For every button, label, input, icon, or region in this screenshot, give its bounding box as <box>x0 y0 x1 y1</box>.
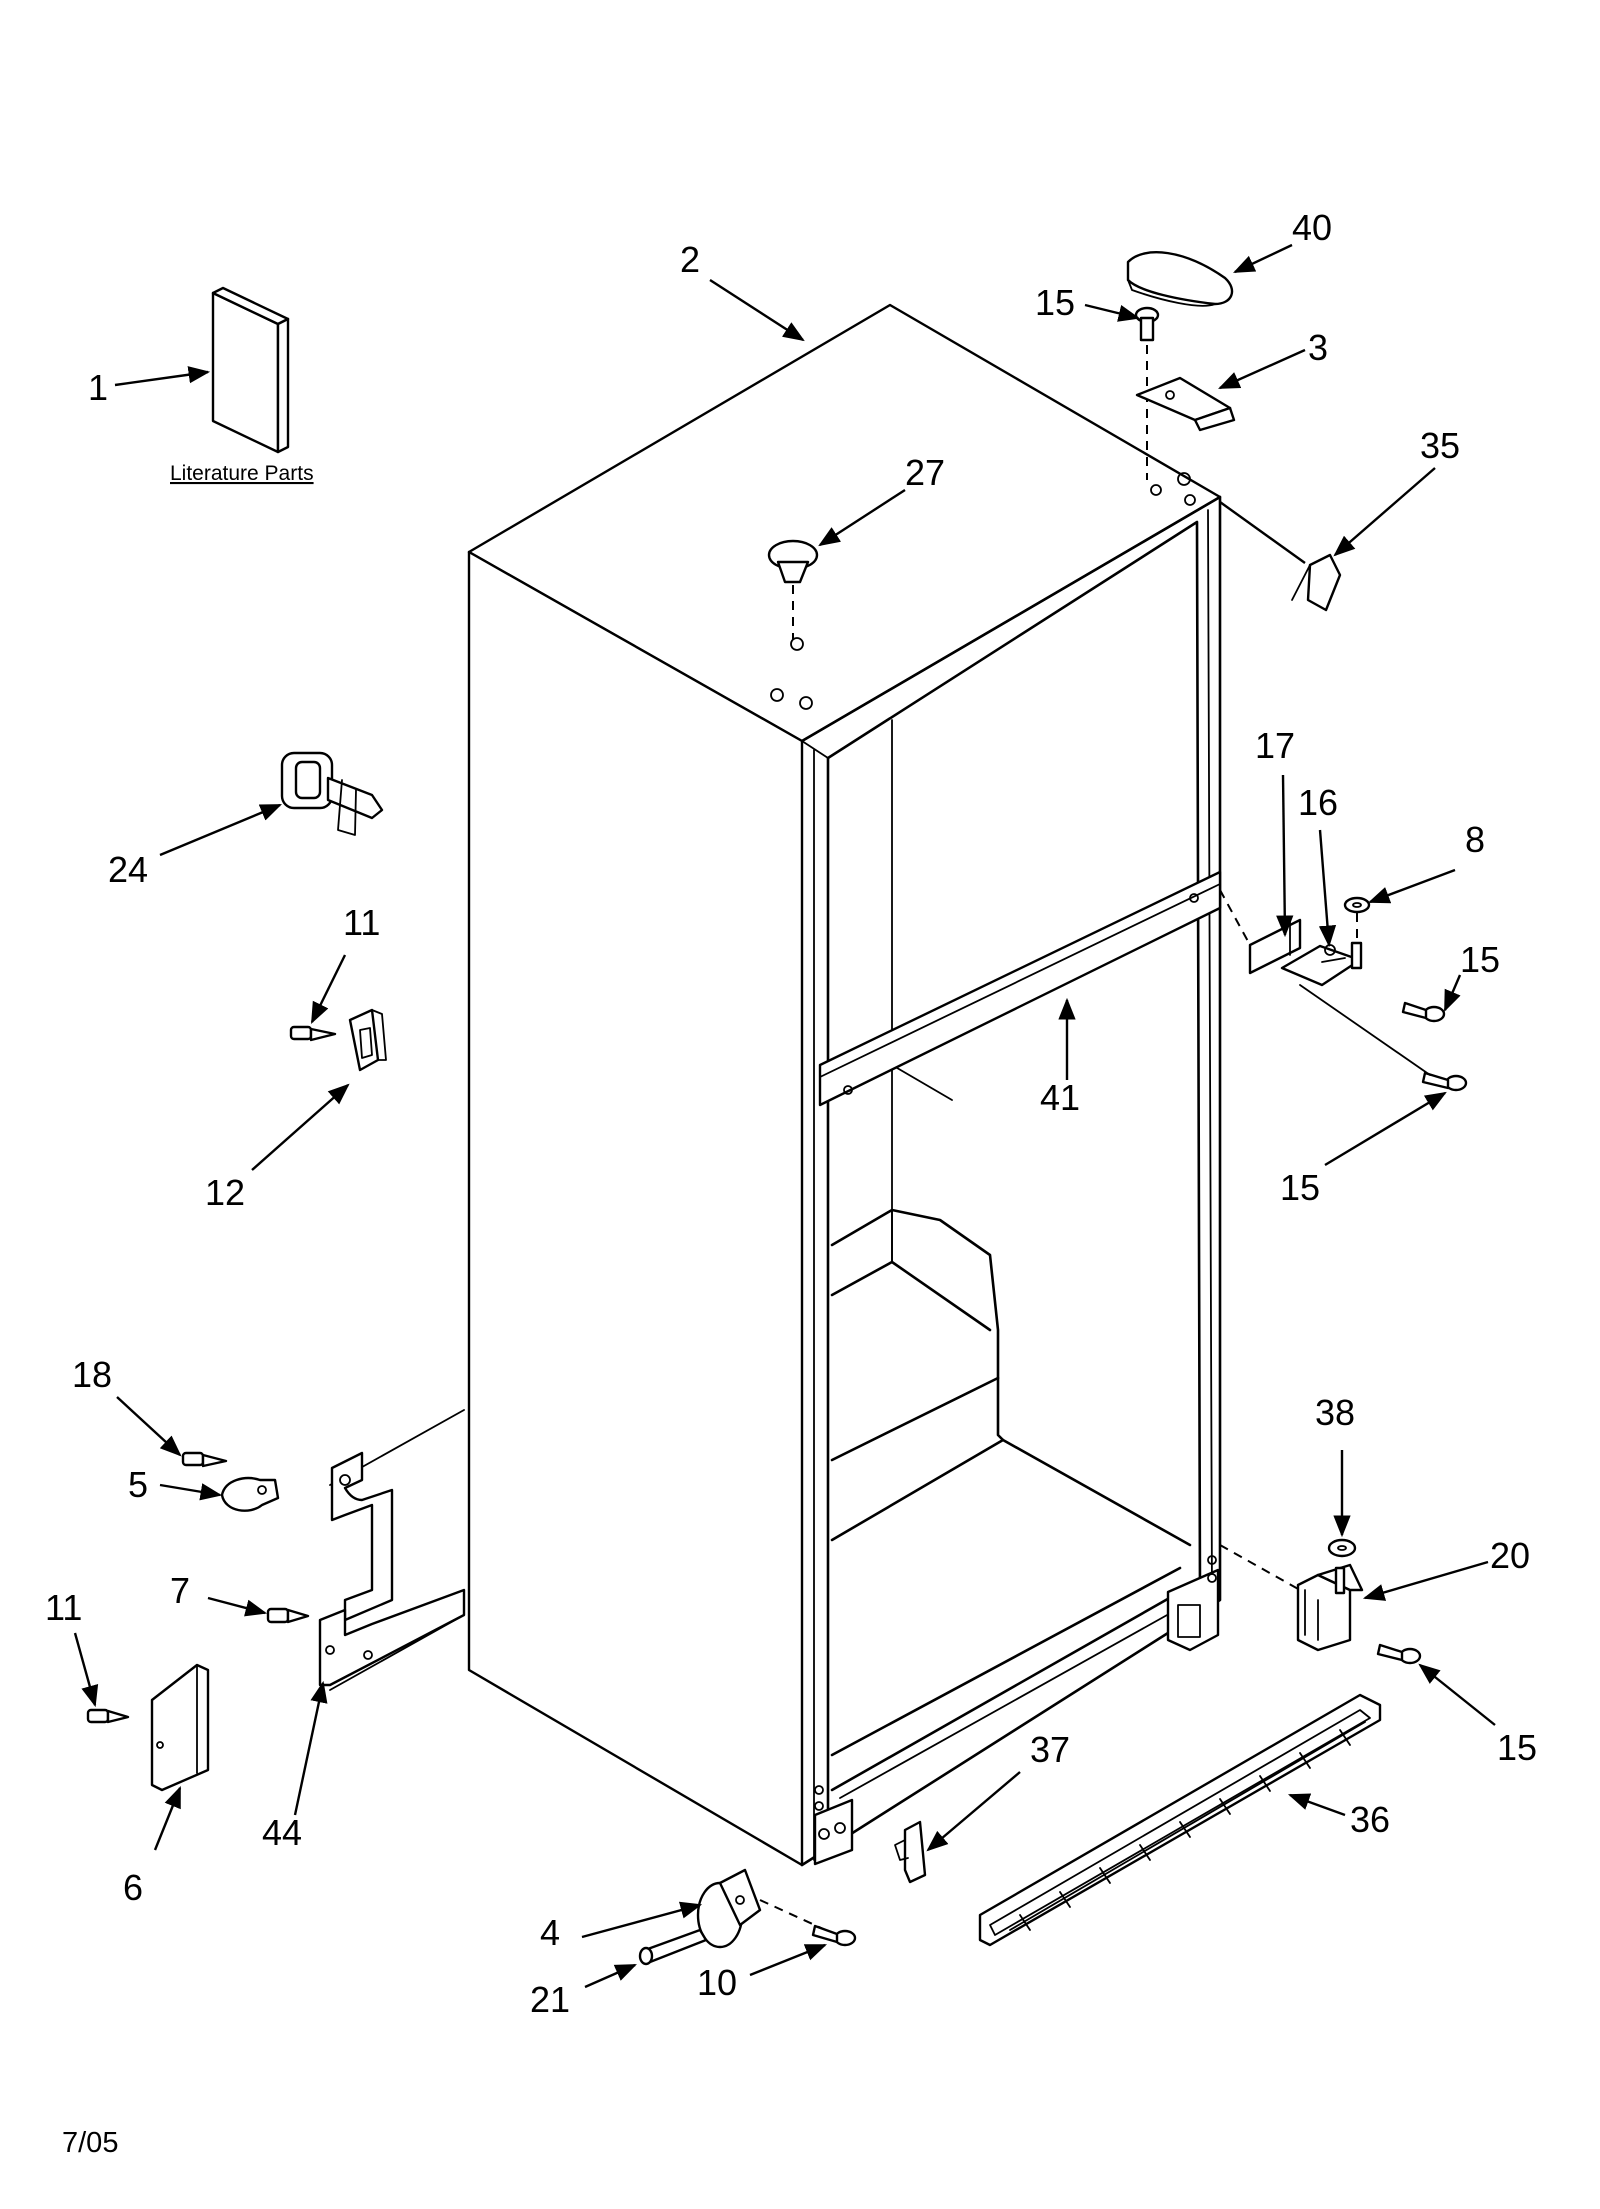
screw-15-bottom-icon <box>1376 1643 1422 1665</box>
washer-8-icon <box>1343 896 1371 945</box>
roller-4-icon <box>696 1868 831 1949</box>
center-hinge-16-icon <box>1280 941 1363 987</box>
callout-36: 36 <box>1350 1799 1390 1840</box>
callout-15-lower: 15 <box>1280 1167 1320 1208</box>
callout-16: 16 <box>1298 782 1338 823</box>
axle-pin-21-icon <box>638 1928 708 1966</box>
cover-plate-6-icon <box>150 1663 210 1792</box>
callout-18: 18 <box>72 1354 112 1395</box>
screw-15-top-icon <box>1134 306 1160 480</box>
callout-15-top: 15 <box>1035 282 1075 323</box>
clamp-5-icon <box>220 1476 280 1512</box>
callout-10: 10 <box>697 1962 737 2003</box>
callout-6: 6 <box>123 1867 143 1908</box>
callout-15-mid: 15 <box>1460 939 1500 980</box>
screw-15-lower-icon <box>1421 1071 1468 1092</box>
top-hinge-3-icon <box>1135 376 1236 432</box>
washer-38-icon <box>1327 1538 1357 1558</box>
callout-24: 24 <box>108 849 148 890</box>
leader-lines <box>73 243 1496 1989</box>
toe-grille-36-icon <box>978 1693 1382 1947</box>
cabinet-body <box>329 303 1222 1867</box>
screw-18-icon <box>181 1451 228 1468</box>
callout-21: 21 <box>530 1979 570 2020</box>
trim-piece-35-icon <box>1291 553 1342 612</box>
callout-2: 2 <box>680 239 700 280</box>
screw-7-icon <box>266 1607 310 1624</box>
callout-15-bottom: 15 <box>1497 1727 1537 1768</box>
bracket-44-icon <box>318 1451 466 1687</box>
callout-38: 38 <box>1315 1392 1355 1433</box>
callout-11-upper: 11 <box>343 902 380 943</box>
handle-part-24-icon <box>280 751 384 836</box>
callout-8: 8 <box>1465 819 1485 860</box>
callout-17: 17 <box>1255 725 1295 766</box>
callout-20: 20 <box>1490 1535 1530 1576</box>
bottom-hinge-20-icon <box>1296 1563 1364 1652</box>
grille-clip-37-icon <box>894 1820 927 1884</box>
callout-35: 35 <box>1420 425 1460 466</box>
callout-11-lower: 11 <box>45 1587 82 1628</box>
hinge-cover-40-icon <box>1126 251 1234 307</box>
plug-button-27-icon <box>767 539 819 640</box>
callout-4: 4 <box>540 1912 560 1953</box>
screw-15-mid-icon <box>1401 1001 1446 1023</box>
callout-40: 40 <box>1292 207 1332 248</box>
callout-1: 1 <box>88 367 108 408</box>
literature-book-icon <box>211 286 290 454</box>
callout-3: 3 <box>1308 327 1328 368</box>
callout-37: 37 <box>1030 1729 1070 1770</box>
literature-parts-label: Literature Parts <box>170 462 314 485</box>
callout-27: 27 <box>905 452 945 493</box>
date-code: 7/05 <box>62 2127 118 2159</box>
callout-7: 7 <box>170 1570 190 1611</box>
callout-5: 5 <box>128 1464 148 1505</box>
screw-10-icon <box>811 1924 857 1947</box>
screw-11-lower-icon <box>86 1708 130 1724</box>
callout-44: 44 <box>262 1812 302 1853</box>
callout-41: 41 <box>1040 1077 1080 1118</box>
screw-11-upper-icon <box>289 1025 337 1042</box>
clip-12-icon <box>348 1008 387 1072</box>
callout-12: 12 <box>205 1172 245 1213</box>
